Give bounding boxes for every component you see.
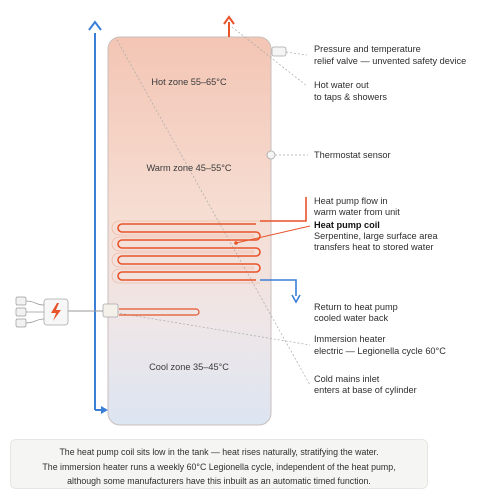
immersion-heater-element [119,308,200,316]
mains-label-line2: enters at base of cylinder [314,385,417,395]
heat-pump-coil [117,223,261,281]
relief-valve-icon [271,46,287,57]
return-label-line1: Return to heat pump [314,302,398,312]
coil-leader-dot [234,241,238,245]
wire-3 [25,318,45,324]
flow-in-pipe [260,197,307,222]
heat-pump-coil-outline [111,220,260,284]
plug-1-icon [15,296,27,306]
return-label-line2: cooled water back [314,313,388,323]
cold-mains-top-arrow-icon [88,20,102,31]
leader-mains-diagonal [116,39,311,386]
return-pipe [260,279,297,296]
leader-relief-valve [285,51,308,56]
flow-in-label-line1: Heat pump flow in [314,196,388,206]
caption-line-3: although some manufacturers have this in… [67,476,371,486]
cool-zone-label: Cool zone 35–45°C [149,362,229,372]
thermostat-sensor-icon [266,150,276,160]
immersion-label-line1: Immersion heater [314,334,386,344]
relief-valve-label-line2: relief valve — unvented safety device [314,56,466,66]
leader-coil [235,225,311,244]
coil-label-line1: Serpentine, large surface area [314,231,438,241]
hot-out-label-line1: Hot water out [314,80,369,90]
caption-box: The heat pump coil sits low in the tank … [10,439,428,489]
return-arrow-icon [291,294,301,304]
mains-label-line1: Cold mains inlet [314,374,380,384]
caption-line-1: The heat pump coil sits low in the tank … [59,447,379,457]
plug-3-icon [15,318,27,328]
wire-1 [25,300,45,306]
relief-valve-label-line1: Pressure and temperature [314,44,421,54]
immersion-label-line2: electric — Legionella cycle 60°C [314,346,446,356]
caption-line-2: The immersion heater runs a weekly 60°C … [42,461,396,472]
coil-label-line2: transfers heat to stored water [314,242,434,252]
hot-out-label-line2: to taps & showers [314,92,387,102]
flow-in-label-line2: warm water from unit [313,207,400,217]
thermostat-label: Thermostat sensor [314,150,391,160]
cold-mains-inlet-arrow-icon [101,406,108,414]
coil-label-title: Heat pump coil [314,220,380,230]
hot-out-arrow-icon [223,15,235,25]
hot-zone-label: Hot zone 55–65°C [151,77,227,87]
plug-2-icon [15,307,27,317]
electric-bolt-icon [51,303,61,321]
warm-zone-label: Warm zone 45–55°C [146,163,231,173]
immersion-heater-boss-icon [102,303,119,318]
leader-immersion [111,311,311,346]
cylinder-tank [107,36,272,426]
